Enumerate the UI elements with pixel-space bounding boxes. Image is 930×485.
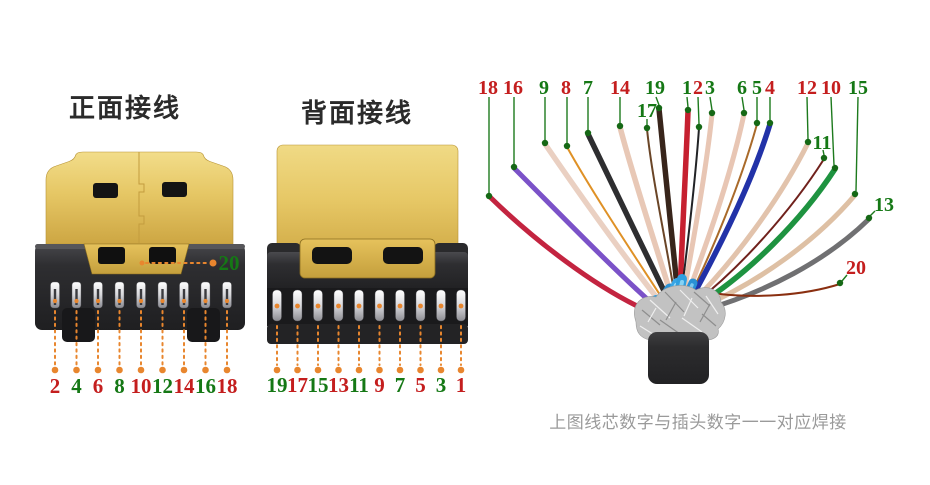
front-pins bbox=[50, 281, 232, 309]
wire-label-12: 12 bbox=[797, 77, 817, 99]
back-pin-number: 13 bbox=[328, 373, 349, 397]
back-pin-number: 3 bbox=[435, 373, 447, 397]
back-pin-number: 1 bbox=[455, 373, 467, 397]
wire-20 bbox=[719, 283, 841, 297]
back-pin-number: 17 bbox=[287, 373, 308, 397]
back-dotted-leaders bbox=[276, 325, 462, 366]
wire-label-16: 16 bbox=[503, 77, 523, 99]
front-wiring-title: 正面接线 bbox=[68, 93, 182, 123]
front-pin-number: 16 bbox=[195, 374, 216, 398]
wire-label-20: 20 bbox=[846, 257, 866, 279]
front-shell-slot-left bbox=[93, 183, 118, 198]
front-pin-number: 4 bbox=[71, 374, 82, 398]
wire-label-6: 6 bbox=[737, 77, 747, 99]
caption: 上图线芯数字与插头数字一一对应焊接 bbox=[549, 413, 847, 432]
front-pin-number: 8 bbox=[114, 374, 125, 398]
front-connector-graphic bbox=[35, 151, 245, 374]
indicator-lines bbox=[488, 96, 876, 282]
cable-graphic bbox=[485, 96, 876, 384]
back-tab-slot-left bbox=[312, 247, 352, 264]
wire-label-5: 5 bbox=[752, 77, 762, 99]
back-wiring-title: 背面接线 bbox=[300, 98, 414, 128]
back-dotted-dots bbox=[273, 366, 465, 374]
wire-label-11: 11 bbox=[812, 132, 832, 154]
front-pin-number: 14 bbox=[173, 374, 195, 398]
front-tab-slot-left bbox=[98, 247, 125, 264]
wire-label-18: 18 bbox=[478, 77, 498, 99]
back-pin-number: 7 bbox=[394, 373, 406, 397]
front-shell-slot-right bbox=[162, 182, 187, 197]
cable-jacket bbox=[648, 332, 709, 384]
wire-label-8: 8 bbox=[561, 77, 571, 99]
back-pin-number: 5 bbox=[415, 373, 426, 397]
front-pin-number: 6 bbox=[92, 374, 104, 398]
back-pins bbox=[272, 289, 466, 322]
back-pin-number: 9 bbox=[374, 373, 385, 397]
wire-label-17: 17 bbox=[637, 100, 657, 122]
front-pin-number: 12 bbox=[152, 374, 173, 398]
wire-label-10: 10 bbox=[821, 77, 841, 99]
front-pin-number: 10 bbox=[130, 374, 152, 398]
wire-label-4: 4 bbox=[765, 77, 775, 99]
front-tab-left bbox=[62, 308, 95, 342]
wire-17 bbox=[646, 128, 676, 298]
front-tab-right bbox=[187, 308, 220, 342]
wire-19 bbox=[656, 106, 681, 299]
front-dotted-leaders bbox=[54, 262, 228, 366]
wire-label-13: 13 bbox=[874, 194, 894, 216]
braid-texture bbox=[639, 289, 719, 337]
wire-label-7: 7 bbox=[583, 77, 593, 99]
front-pin20-label: 20 bbox=[218, 251, 240, 275]
back-pin-number: 19 bbox=[266, 373, 288, 397]
wire-14 bbox=[617, 124, 675, 301]
wire-8 bbox=[566, 146, 665, 302]
front-pin-number: 18 bbox=[216, 374, 238, 398]
wire-label-9: 9 bbox=[539, 77, 549, 99]
indicator-dots bbox=[485, 104, 873, 287]
wire-label-14: 14 bbox=[610, 77, 630, 99]
wire-label-3: 3 bbox=[705, 77, 715, 99]
wire-18 bbox=[487, 194, 653, 315]
wire-7 bbox=[585, 131, 671, 302]
wire-9 bbox=[542, 141, 664, 306]
wire-12 bbox=[690, 140, 811, 305]
shield-braid bbox=[634, 285, 726, 341]
front-pin-number: 2 bbox=[49, 374, 61, 398]
back-pin-number: 11 bbox=[349, 373, 369, 397]
wire-label-19: 19 bbox=[645, 77, 665, 99]
wire-label-1: 1 bbox=[682, 77, 692, 99]
back-pin-number: 15 bbox=[307, 373, 329, 397]
wire-label-15: 15 bbox=[848, 77, 868, 99]
front-dotted-dots bbox=[51, 259, 231, 374]
front-tab-slot-right bbox=[149, 247, 176, 264]
wire-13 bbox=[701, 216, 872, 313]
back-connector-graphic bbox=[267, 144, 468, 374]
back-tab-slot-right bbox=[383, 247, 423, 264]
wire-16 bbox=[511, 165, 659, 310]
front-shell-seam bbox=[138, 152, 145, 243]
wire-4 bbox=[687, 121, 773, 304]
wire-15 bbox=[698, 192, 858, 310]
wire-label-2: 2 bbox=[693, 77, 703, 99]
